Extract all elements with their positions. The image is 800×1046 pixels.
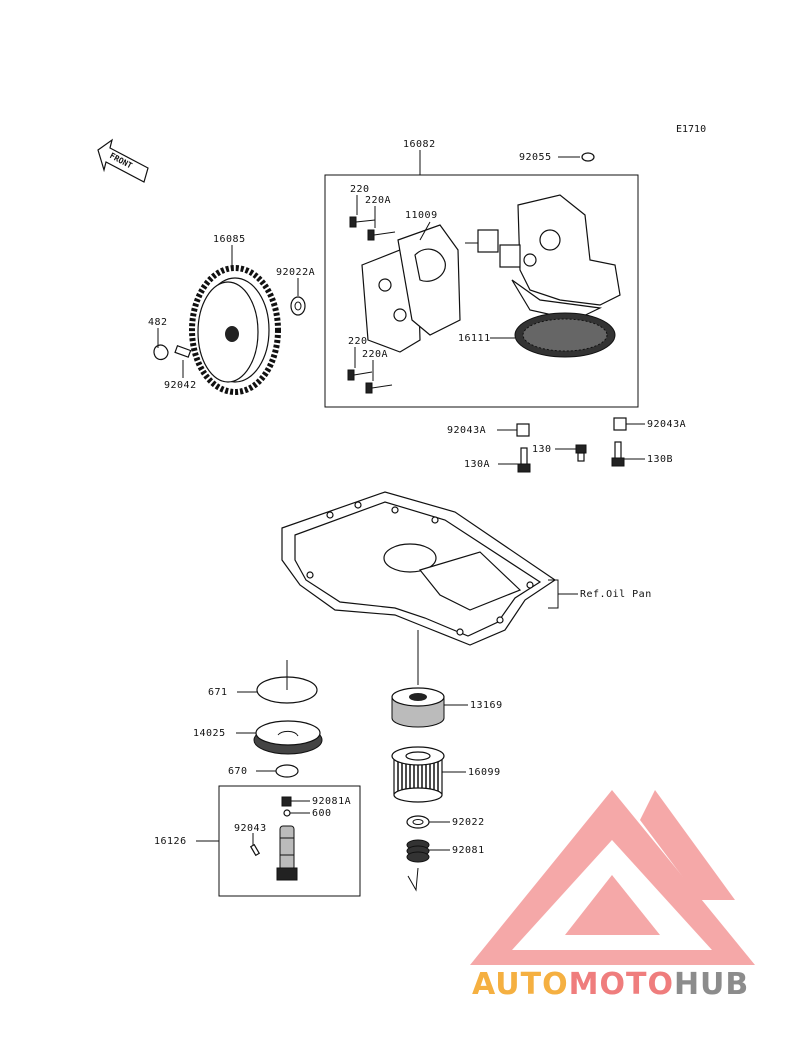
label-11009: 11009 [405,210,438,221]
label-16085: 16085 [213,234,246,245]
label-671: 671 [208,687,228,698]
label-92055: 92055 [519,152,552,163]
label-130a: 130A [464,459,490,470]
watermark-part2: MOTO [569,967,674,1002]
front-arrow: FRONT [97,138,149,183]
oil-pan-icon [281,491,557,646]
label-92043a-left: 92043A [447,425,486,436]
watermark-logo [470,790,755,965]
label-92081: 92081 [452,845,485,856]
label-92042: 92042 [164,380,197,391]
washer-icon [581,152,595,162]
label-220-top: 220 [350,184,370,195]
gear-icon [189,265,281,395]
watermark-auto: AUTOMOTOHUB [472,967,749,1002]
dowel-icon [613,417,627,431]
bolt-icon [575,444,587,462]
label-600: 600 [312,808,332,819]
label-92043a-right: 92043A [647,419,686,430]
label-482: 482 [148,317,168,328]
oring-icon [275,764,299,778]
pump-cover-icon [361,224,461,353]
label-670: 670 [228,766,248,777]
label-13169: 13169 [470,700,503,711]
label-92022: 92022 [452,817,485,828]
bolt-icon [611,441,625,467]
dowel-icon [516,423,530,437]
label-130: 130 [532,444,552,455]
bolt-icon [517,447,531,473]
label-220a-bottom: 220A [362,349,388,360]
label-220a-top: 220A [365,195,391,206]
circlip-icon [153,344,169,361]
label-130b: 130B [647,454,673,465]
spacer-icon [391,687,445,728]
pin-icon [174,345,192,358]
diagram-code: E1710 [676,124,706,135]
label-16099: 16099 [468,767,501,778]
oil-filter-icon [391,746,445,803]
strainer-icon [514,312,616,358]
valve-body-icon [276,825,298,881]
label-220-bottom: 220 [348,336,368,347]
spring-icon [281,796,292,807]
label-92043: 92043 [234,823,267,834]
label-16126: 16126 [154,836,187,847]
filter-cover-icon [253,720,323,755]
screw-icon [347,369,393,394]
oil-pump-box [324,174,639,408]
label-ref-oil-pan: Ref.Oil Pan [580,589,652,600]
oil-pump-body-icon [465,194,621,321]
ball-icon [283,809,291,817]
watermark-part1: AUTO [472,967,569,1002]
label-16082: 16082 [403,139,436,150]
label-16111: 16111 [458,333,491,344]
label-14025: 14025 [193,728,226,739]
screw-icon [349,216,396,241]
pin-icon [249,843,261,857]
spring-icon [406,839,430,863]
label-92022a: 92022A [276,267,315,278]
watermark-part3: HUB [674,967,749,1002]
label-92081a: 92081A [312,796,351,807]
